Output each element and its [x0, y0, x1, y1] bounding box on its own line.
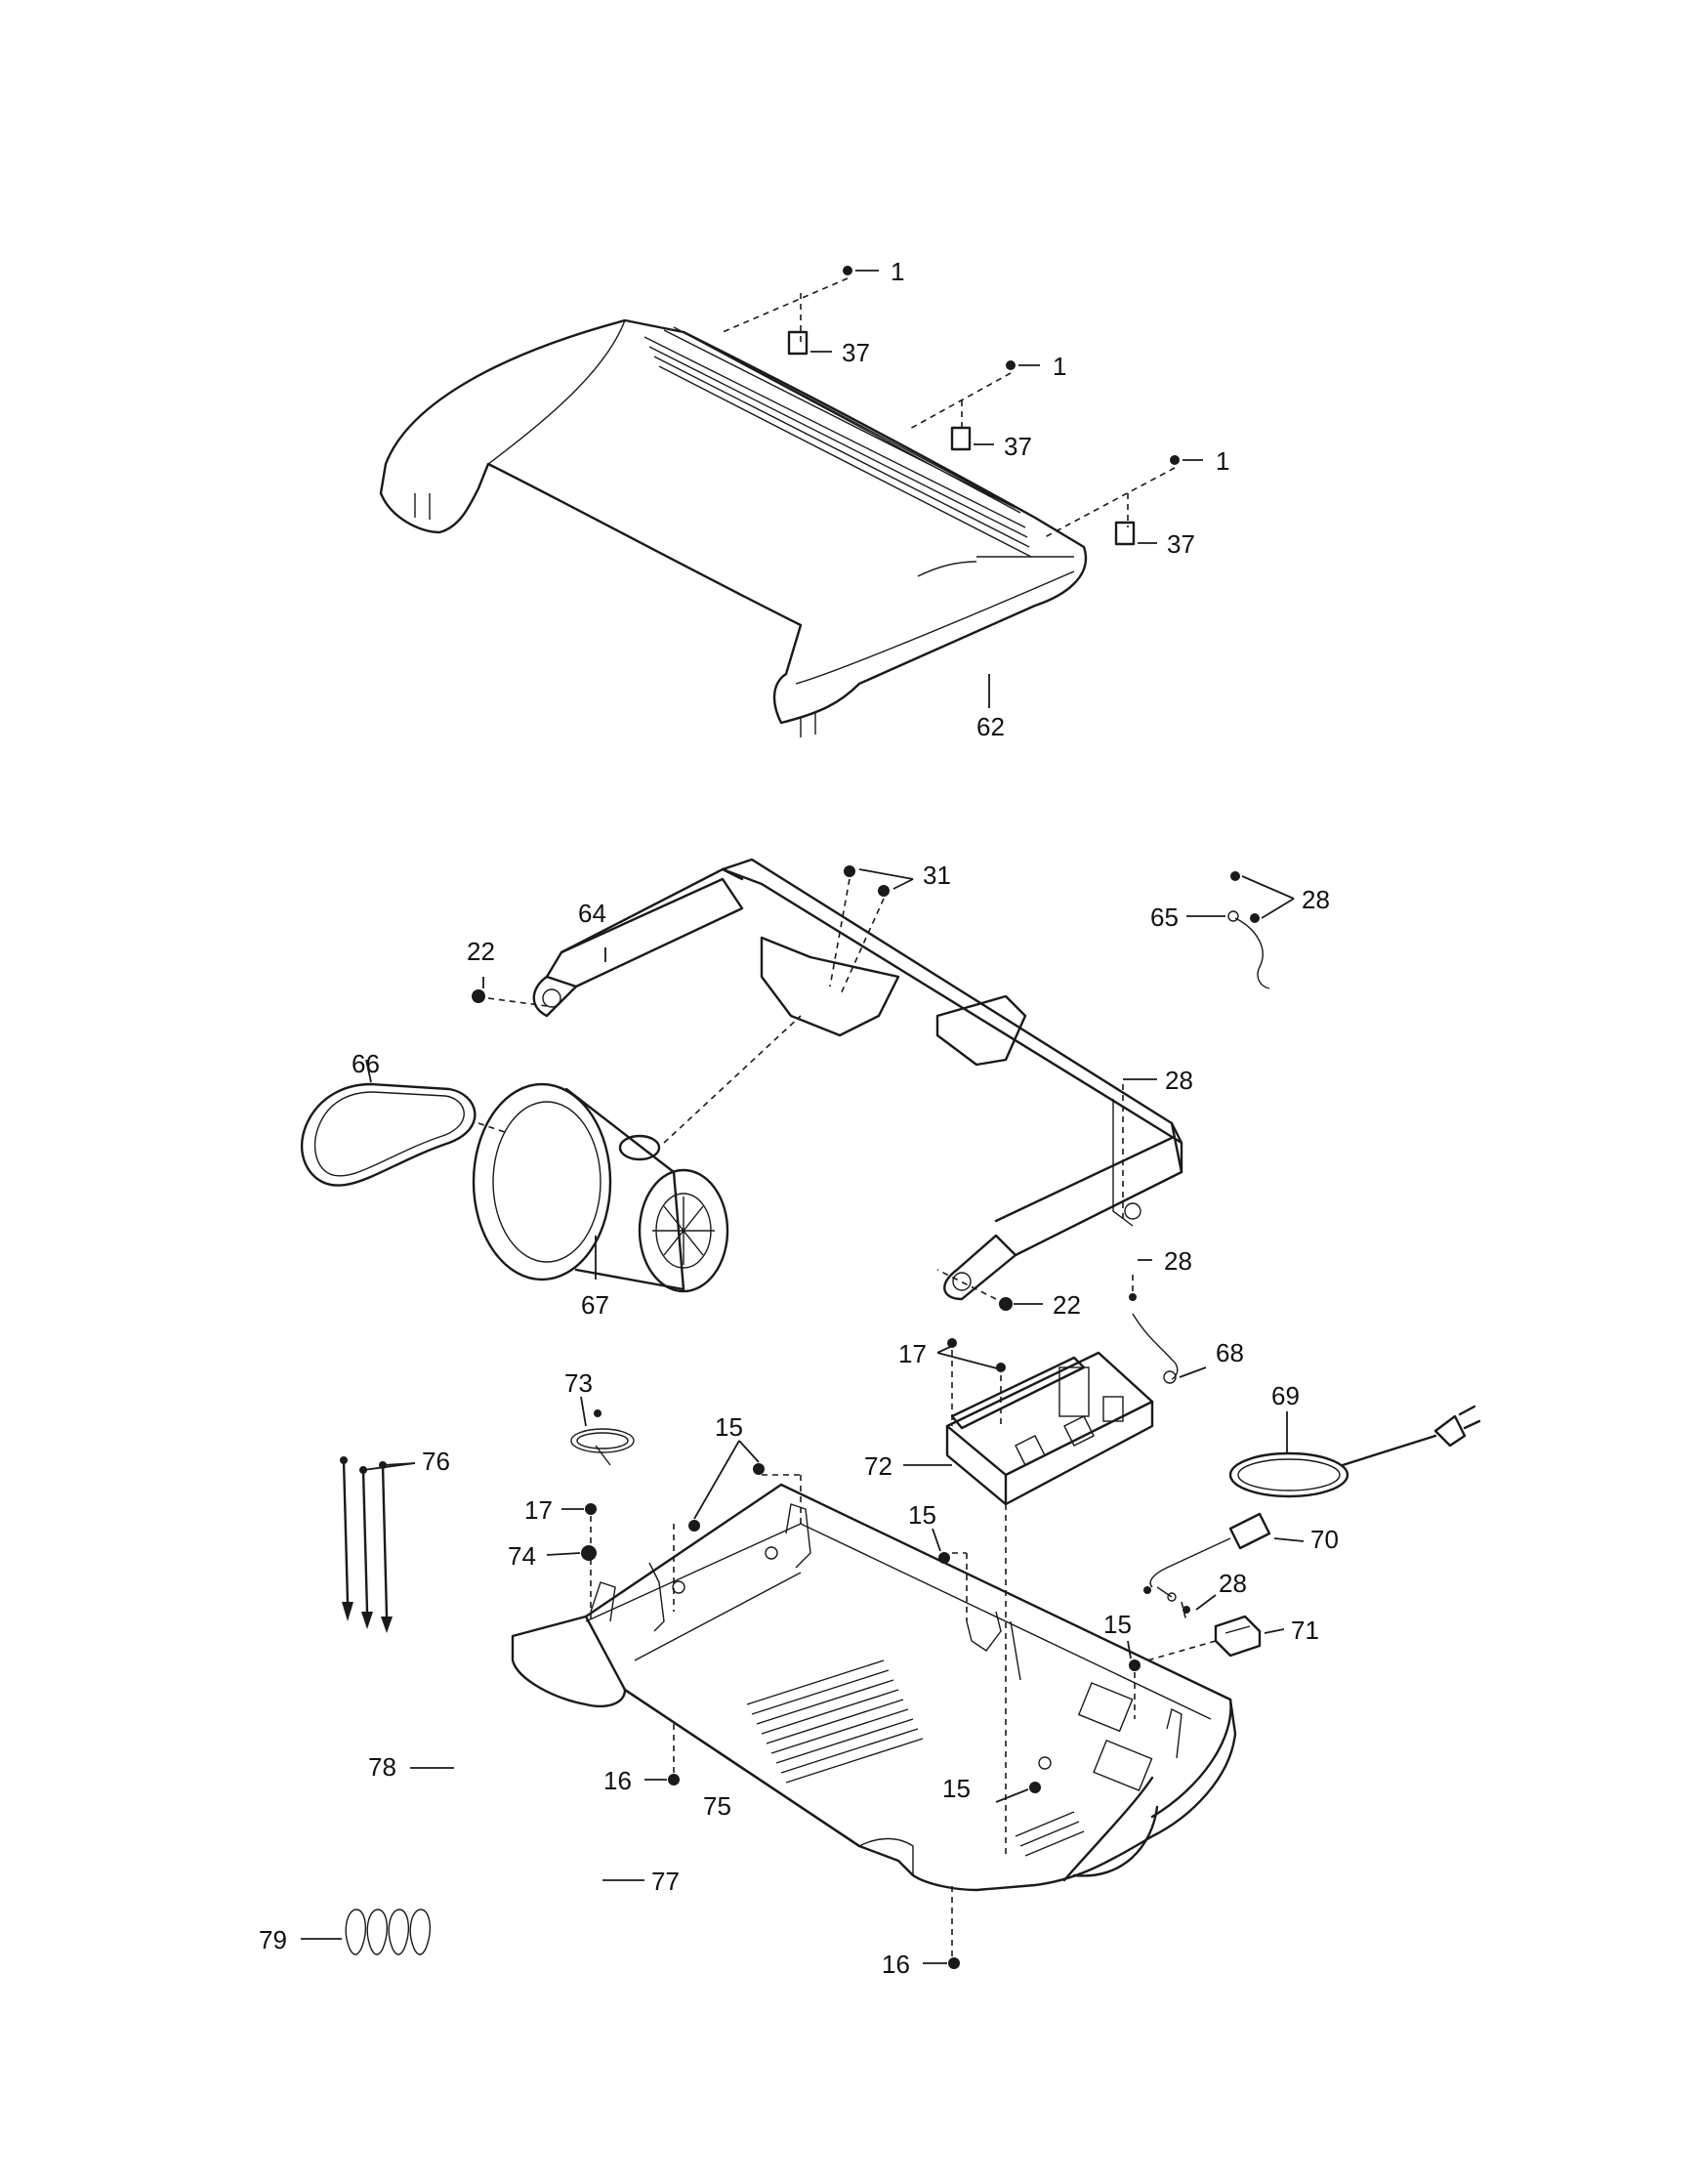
- callout-69: 69: [1271, 1381, 1300, 1410]
- callout-16: 16: [882, 1950, 910, 1979]
- drive-motor-67: [472, 1015, 802, 1293]
- controller-board-72: [903, 1338, 1154, 1856]
- callout-71: 71: [1291, 1616, 1319, 1645]
- callout-64: 64: [578, 899, 606, 928]
- left-fasteners: [546, 1503, 597, 1621]
- screw-15a-2: [688, 1520, 700, 1532]
- part-79-clips: [345, 1909, 432, 1955]
- screw-17a: [947, 1338, 957, 1348]
- screw-1a: [843, 266, 852, 275]
- motor-hood-62: [379, 318, 1088, 737]
- screw-1b: [1006, 360, 1016, 370]
- callout-37: 37: [1004, 432, 1032, 461]
- callout-15: 15: [715, 1412, 743, 1442]
- motor-frame-64: [532, 858, 1183, 1301]
- callout-16: 16: [603, 1766, 632, 1795]
- callout-15: 15: [942, 1774, 971, 1803]
- callout-73: 73: [564, 1368, 593, 1398]
- screw-16b: [948, 1957, 960, 1969]
- callout-labels: 1 37 1 37 1 37 62 31 28 65 64 22 66 28 6…: [259, 257, 1339, 1979]
- switch-71: [1127, 1615, 1285, 1719]
- callout-65: 65: [1150, 903, 1179, 932]
- callout-15: 15: [1103, 1610, 1132, 1639]
- cable-ties-76: [340, 1456, 416, 1633]
- frame-fasteners: [472, 865, 1157, 1311]
- clip-37b: [950, 426, 972, 451]
- hood-screws-clips: [722, 266, 1203, 708]
- power-cord-69: [1228, 1405, 1481, 1498]
- screw-15c: [1129, 1659, 1141, 1671]
- callout-62: 62: [976, 712, 1005, 741]
- screw-16a: [668, 1774, 680, 1785]
- callout-78: 78: [368, 1752, 396, 1782]
- callout-77: 77: [651, 1867, 680, 1896]
- callout-28: 28: [1302, 885, 1330, 914]
- callout-37: 37: [842, 338, 870, 367]
- callout-15: 15: [908, 1500, 936, 1530]
- clip-37c: [1114, 521, 1136, 546]
- motor-base-75: [511, 1483, 1237, 1892]
- drive-belt-66: [300, 1059, 509, 1187]
- callout-28: 28: [1165, 1066, 1193, 1095]
- screw-15d: [1029, 1782, 1041, 1793]
- callout-1: 1: [1216, 446, 1229, 476]
- callout-68: 68: [1216, 1338, 1244, 1367]
- ground-wire-65: [1186, 871, 1295, 989]
- callout-70: 70: [1310, 1525, 1339, 1554]
- callout-17: 17: [898, 1339, 927, 1368]
- wire-harness-68: [1129, 1259, 1207, 1384]
- callout-66: 66: [352, 1049, 380, 1078]
- screw-17b: [996, 1363, 1006, 1372]
- callout-22: 22: [1053, 1290, 1081, 1320]
- callout-28: 28: [1219, 1569, 1247, 1598]
- misc-parts: [301, 1767, 644, 1955]
- part-74: [581, 1545, 597, 1561]
- callout-74: 74: [508, 1541, 536, 1571]
- callout-79: 79: [259, 1925, 287, 1954]
- callout-17: 17: [524, 1495, 553, 1525]
- callout-72: 72: [864, 1451, 892, 1481]
- base-fasteners: [644, 1440, 1041, 1969]
- callout-22: 22: [467, 937, 495, 966]
- cord-assembly-70: [1143, 1512, 1305, 1622]
- bolt-22a: [472, 989, 485, 1003]
- screw-15b: [938, 1552, 950, 1564]
- screw-17c: [585, 1503, 597, 1515]
- screw-1c: [1170, 455, 1180, 465]
- bolt-31b: [878, 885, 890, 897]
- bolt-31a: [844, 865, 855, 877]
- clip-37a: [787, 330, 809, 356]
- bolt-22b: [999, 1297, 1013, 1311]
- callout-76: 76: [422, 1447, 450, 1476]
- screw-15a-1: [753, 1463, 765, 1475]
- callout-1: 1: [891, 257, 904, 286]
- callout-28: 28: [1164, 1246, 1192, 1276]
- callout-75: 75: [703, 1791, 731, 1821]
- callout-37: 37: [1167, 529, 1195, 559]
- cable-73: [570, 1396, 635, 1466]
- callout-67: 67: [581, 1290, 609, 1320]
- callout-31: 31: [923, 861, 951, 890]
- callout-1: 1: [1053, 352, 1066, 381]
